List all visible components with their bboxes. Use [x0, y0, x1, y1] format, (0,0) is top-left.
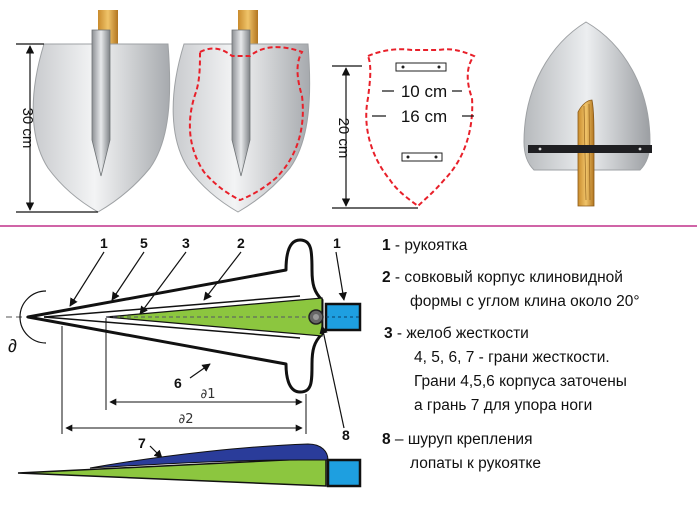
dim-10cm-label: 10 cm — [401, 82, 447, 101]
finished-shovel-view — [523, 21, 652, 207]
legend-line-9: лопаты к рукоятке — [410, 455, 541, 472]
length-label-2: ∂2 — [179, 412, 194, 427]
legend-line-4: 3 - желоб жесткости — [384, 325, 529, 342]
legend-line-8: 8 – шуруп крепления — [382, 431, 533, 448]
template-view: 10 cm 16 cm — [365, 48, 476, 208]
dim-30cm-label: 30 cm — [19, 108, 36, 149]
label-1: 1 — [333, 235, 341, 251]
label-8: 8 — [342, 427, 350, 443]
legend-line-3: формы с углом клина около 20° — [410, 293, 640, 310]
shovel-cut-outline-view — [172, 10, 311, 213]
label-2: 2 — [237, 235, 245, 251]
label-4: 1 — [100, 235, 108, 251]
legend-line-6: Грани 4,5,6 корпуса заточены — [414, 373, 627, 390]
dim-16cm-label: 16 cm — [401, 107, 447, 126]
dimension-20cm: 20 cm — [332, 65, 418, 209]
dimension-30cm: 30 cm — [16, 43, 98, 213]
label-5: 5 — [140, 235, 148, 251]
dim-20cm-label: 20 cm — [335, 118, 352, 159]
shovel-front-view — [32, 10, 171, 213]
cut-line — [188, 46, 304, 202]
legend-line-5: 4, 5, 6, 7 - грани жесткости. — [414, 349, 610, 366]
length-label-1: ∂1 — [201, 387, 216, 402]
legend-line-2: 2 - совковый корпус клиновидной — [382, 269, 623, 286]
legend-line-7: а грань 7 для упора ноги — [414, 397, 593, 414]
label-3: 3 — [182, 235, 190, 251]
angle-label: ∂ — [8, 336, 17, 356]
label-6: 6 — [174, 375, 182, 391]
section-diagram: ∂ 1 5 3 2 1 6 8 7 ∂1 — [6, 235, 362, 488]
legend-line-1: 1 - рукоятка — [382, 237, 468, 254]
label-7: 7 — [138, 435, 146, 451]
